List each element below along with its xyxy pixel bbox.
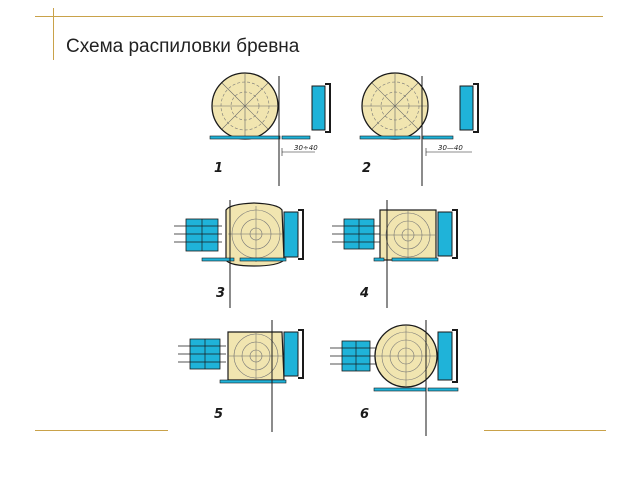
bottom-rule-left — [35, 430, 168, 431]
slide-title: Схема распиловки бревна — [66, 36, 300, 57]
panel-2-number: 2 — [362, 161, 371, 176]
panel-2-dimension: 30—40 — [438, 144, 463, 152]
table-4b — [391, 257, 439, 262]
panel-5: 5 — [178, 320, 304, 432]
log-4 — [379, 209, 437, 261]
log-1 — [211, 72, 279, 140]
table-1b — [281, 135, 311, 140]
panel-1-dimension: 30÷40 — [294, 144, 318, 152]
clamp-4 — [437, 211, 453, 257]
panel-1: 30÷40 1 — [209, 72, 331, 186]
panel-6: 6 — [330, 320, 459, 436]
panel-2: 30—40 2 — [359, 72, 479, 186]
panel-3: 3 — [174, 200, 304, 308]
clamp-6 — [437, 331, 453, 381]
log-2 — [361, 72, 429, 140]
table-2 — [359, 135, 421, 140]
panel-3-number: 3 — [216, 286, 225, 301]
left-rule — [53, 8, 54, 60]
table-2b — [422, 135, 454, 140]
table-4 — [373, 257, 385, 262]
table-1 — [209, 135, 281, 140]
table-3 — [201, 257, 235, 262]
sawing-diagram: 30÷40 1 30—40 2 — [170, 64, 485, 442]
clamp-5 — [283, 331, 299, 377]
bottom-rule-right — [484, 430, 606, 431]
panel-5-number: 5 — [214, 407, 223, 422]
log-3 — [225, 202, 285, 267]
panel-4-number: 4 — [359, 286, 369, 301]
panel-4: 4 — [332, 200, 458, 308]
clamp-3 — [283, 211, 299, 258]
table-6 — [373, 387, 427, 392]
table-5 — [219, 379, 287, 384]
table-6b — [427, 387, 459, 392]
clamp-1 — [311, 85, 326, 131]
log-6 — [374, 324, 438, 388]
panel-6-number: 6 — [360, 407, 369, 422]
top-rule — [35, 16, 603, 17]
log-5 — [227, 331, 285, 381]
clamp-2 — [459, 85, 474, 131]
table-3b — [239, 257, 287, 262]
panel-1-number: 1 — [214, 161, 223, 176]
